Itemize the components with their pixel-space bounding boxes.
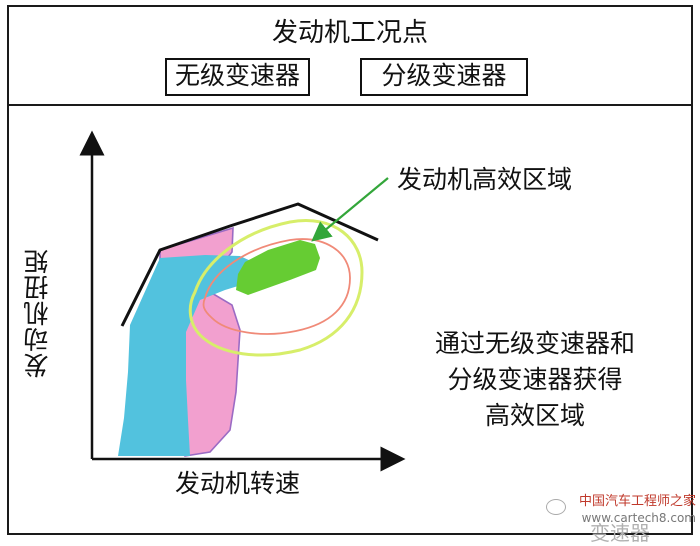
stepped-transmission-label-box: 分级变速器	[360, 58, 528, 96]
cvt-label-box: 无级变速器	[165, 58, 310, 96]
max-torque-line	[120, 202, 379, 327]
efficiency-contour-inner	[202, 238, 351, 335]
efficient-zone-label: 发动机高效区域	[397, 165, 573, 194]
wechat-icon	[546, 499, 566, 515]
cvt-region	[118, 255, 253, 456]
efficient-core-region	[236, 240, 320, 295]
y-axis-label: 发动机扭矩	[23, 248, 52, 378]
efficiency-contour-outer	[188, 219, 364, 357]
watermark-line-1: 中国汽车工程师之家	[578, 494, 696, 509]
header-divider	[7, 104, 693, 106]
watermark: 中国汽车工程师之家 www.cartech8.com	[556, 494, 696, 526]
note-line-3: 高效区域	[484, 401, 585, 430]
note-line-2: 分级变速器获得	[447, 365, 623, 394]
note-line-1: 通过无级变速器和	[434, 329, 635, 358]
header-title: 发动机工况点	[271, 18, 428, 48]
efficient-zone-pointer-arrow	[311, 177, 389, 242]
watermark-line-2: www.cartech8.com	[581, 511, 696, 525]
x-axis-label: 发动机转速	[175, 469, 301, 498]
